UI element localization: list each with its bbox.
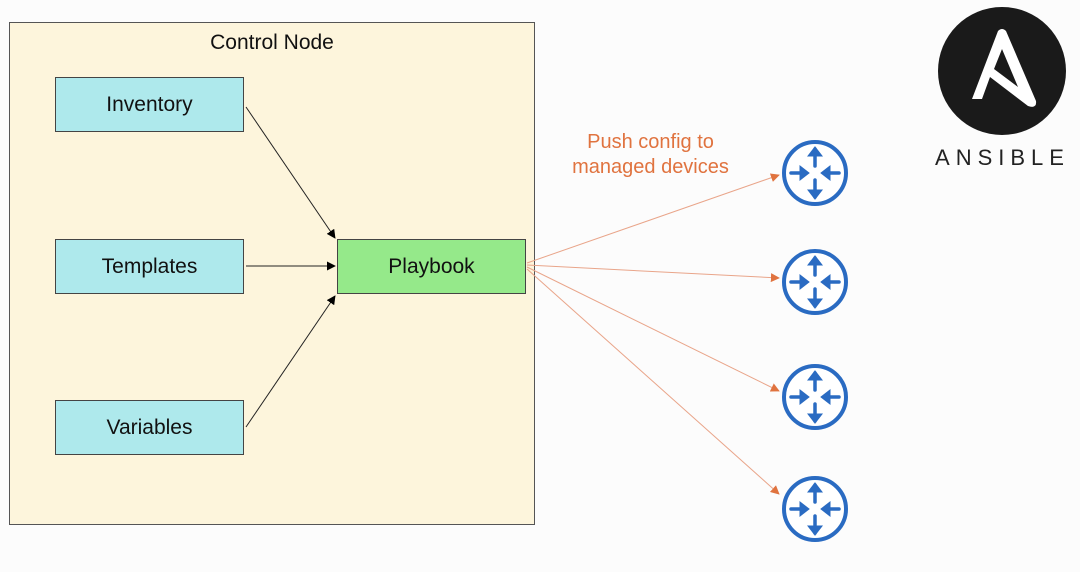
ansible-logo-icon [938,7,1066,135]
control-node-title: Control Node [210,31,334,54]
push-arrow-4 [526,268,780,495]
ansible-logo-text: ANSIBLE [935,145,1070,170]
push-arrow-2 [526,264,780,283]
push-arrow-1 [526,173,780,264]
arrow-variables-to-playbook [245,295,336,428]
router-icon [781,475,849,543]
router-icon [781,363,849,431]
arrow-inventory-to-playbook [245,106,336,239]
inventory-box: Inventory [55,77,244,132]
push-config-label: Push config to managed devices [572,131,729,178]
playbook-box: Playbook [337,239,526,294]
router-icon [781,139,849,207]
router-icon [781,248,849,316]
templates-box: Templates [55,239,244,294]
variables-box: Variables [55,400,244,455]
push-arrow-3 [526,266,780,392]
